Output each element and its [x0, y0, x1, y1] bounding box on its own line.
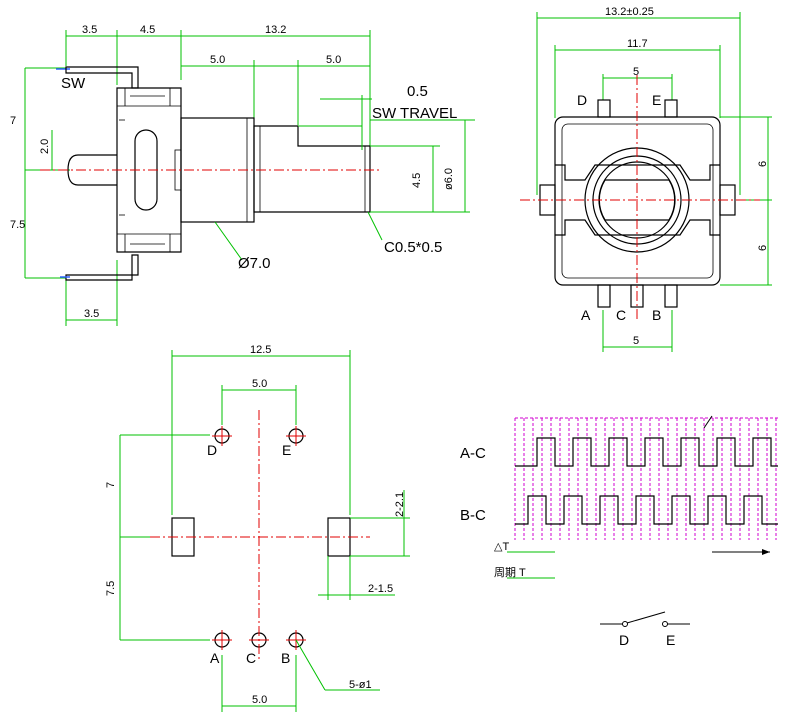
dim-13-2: 13.2 [265, 24, 286, 36]
dim-6-0-vertical: ø6.0 [443, 168, 455, 190]
dim-6-bottom: 6 [757, 245, 769, 251]
dim-pcb-7: 7 [105, 482, 117, 488]
shaft-flat [598, 179, 676, 221]
waveform-b-c [515, 495, 778, 525]
pin-label-c-top: C [616, 307, 626, 323]
label-b-c: B-C [460, 507, 486, 524]
dim-11-7: 11.7 [627, 38, 648, 50]
dim-4-5: 4.5 [140, 24, 155, 36]
pin-label-e-pcb: E [282, 442, 291, 458]
dim-7-5: 7.5 [10, 219, 25, 231]
bottom-terminal [65, 254, 139, 281]
top-view: 13.2±0.25 11.7 5 6 6 [520, 6, 772, 352]
diameter-7-label: Ø7.0 [238, 255, 271, 272]
dim-pcb-5-bottom: 5.0 [252, 694, 267, 706]
dim-2-0: 2.0 [39, 139, 51, 154]
dim-3-5-bottom: 3.5 [84, 308, 99, 320]
pin-c-bottom [630, 284, 644, 308]
switch-contact-d [622, 621, 628, 627]
switch-label-d: D [619, 632, 629, 648]
switch-contact-e [662, 621, 668, 627]
switch-lever [626, 611, 666, 624]
dim-7: 7 [10, 115, 16, 127]
dim-top-5: 5 [633, 66, 639, 78]
dim-pcb-7-5: 7.5 [105, 581, 117, 596]
pin-d-top [597, 99, 611, 118]
period-label: 周期 T [494, 566, 526, 579]
dim-5-0-b: 5.0 [326, 54, 341, 66]
sw-travel-label: SW TRAVEL [372, 105, 457, 122]
pin-label-d-pcb: D [207, 442, 217, 458]
pin-label-a-top: A [581, 307, 591, 323]
pin-label-b-pcb: B [281, 650, 290, 666]
pin-a-bottom [597, 284, 611, 308]
shaft [253, 125, 371, 213]
dim-13-2-tol: 13.2±0.25 [605, 6, 654, 18]
pin-label-c-pcb: C [246, 650, 256, 666]
dim-3-5-top: 3.5 [82, 24, 97, 36]
pin-e-top [664, 99, 678, 118]
pin-label-b-top: B [652, 307, 661, 323]
timing-diagram: A-C B-C △T 周期 T [460, 415, 780, 579]
push-nose [67, 154, 117, 186]
chamfer-label: C0.5*0.5 [384, 239, 442, 256]
timing-grid [514, 418, 777, 540]
dim-pad-width: 2-1.5 [368, 583, 393, 595]
dim-6-top: 6 [757, 161, 769, 167]
housing [116, 87, 182, 253]
label-a-c: A-C [460, 445, 486, 462]
dim-holes: 5-ø1 [349, 679, 372, 691]
switch-symbol: D E [600, 611, 690, 648]
dim-bottom-5: 5 [633, 335, 639, 347]
delta-t-label: △T [494, 541, 509, 553]
dim-5-0-a: 5.0 [210, 54, 225, 66]
pcb-layout: 12.5 5.0 7 7.5 2-2.1 2-1.5 D [105, 344, 410, 712]
side-view: 3.5 4.5 13.2 5.0 5.0 7 7.5 2.0 3.5 SW [10, 24, 475, 326]
dim-pcb-5-top: 5.0 [252, 378, 267, 390]
dim-4-5-vertical: 4.5 [411, 173, 423, 188]
sw-label: SW [61, 75, 86, 92]
dim-pad-height: 2-2.1 [394, 492, 406, 517]
pin-label-a-pcb: A [210, 650, 220, 666]
pin-label-d-top: D [577, 92, 587, 108]
dim-12-5: 12.5 [250, 344, 271, 356]
sw-travel-value: 0.5 [407, 83, 428, 100]
switch-label-e: E [666, 632, 675, 648]
waveform-a-c [515, 437, 778, 467]
pin-label-e-top: E [652, 92, 661, 108]
pin-b-bottom [664, 284, 678, 308]
